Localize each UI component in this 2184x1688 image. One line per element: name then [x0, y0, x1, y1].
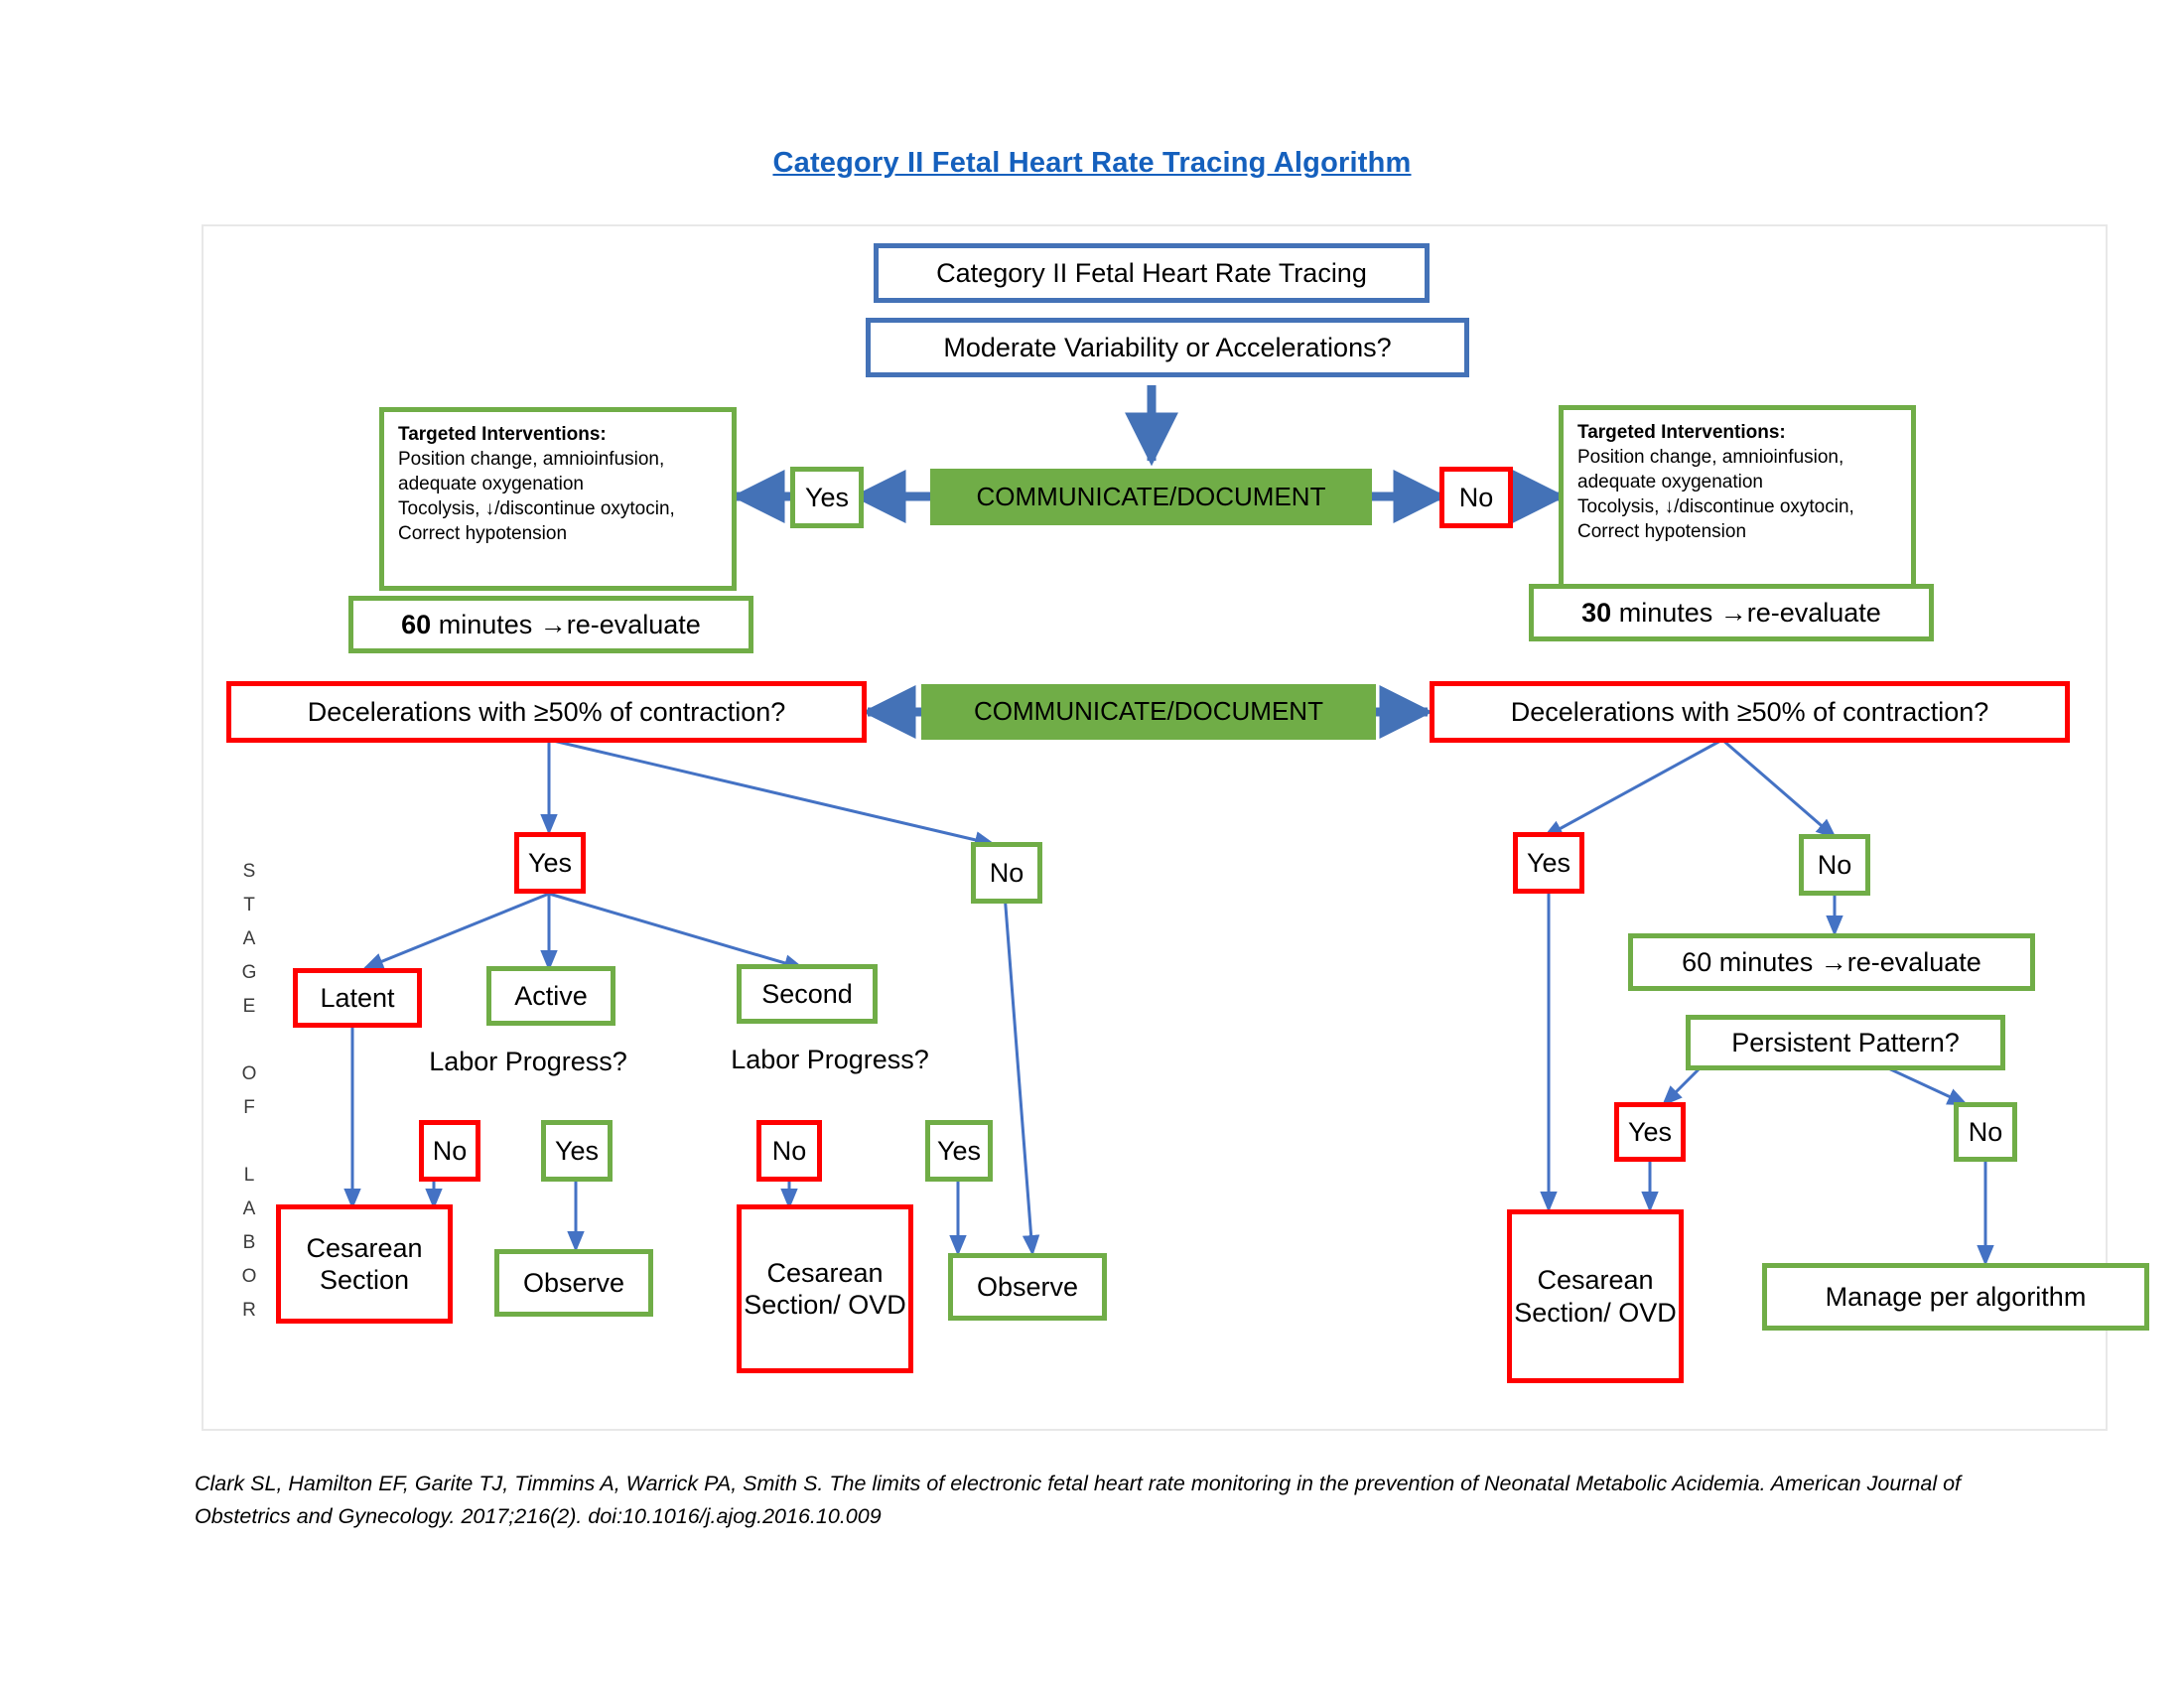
node-persistent-pattern-no[interactable]: No [1954, 1102, 2017, 1162]
node-label: Active [514, 980, 588, 1011]
node-stage-second[interactable]: Second [737, 964, 878, 1024]
node-label: COMMUNICATE/DOCUMENT [974, 696, 1323, 727]
node-label: Cesarean Section [306, 1232, 423, 1295]
node-30-minutes-reevaluate-right[interactable]: 30 minutes →re-evaluate [1529, 584, 1934, 641]
node-label: No [1458, 482, 1494, 512]
stage-letter-gap [232, 1031, 266, 1064]
node-label: COMMUNICATE/DOCUMENT [976, 481, 1326, 511]
node-label: 60 minutes →re-evaluate [1682, 946, 1981, 977]
node-persistent-pattern[interactable]: Persistent Pattern? [1686, 1015, 2005, 1070]
node-label: Labor Progress? [429, 1046, 627, 1076]
node-label: 30 minutes →re-evaluate [1534, 597, 1929, 629]
node-stage-latent[interactable]: Latent [293, 968, 422, 1028]
node-cesarean-section-ovd-right[interactable]: Cesarean Section/ OVD [1507, 1209, 1684, 1383]
stage-letter: G [241, 962, 257, 983]
node-yes-moderate-variability[interactable]: Yes [790, 467, 864, 528]
node-label: Latent [320, 982, 395, 1013]
node-label: Persistent Pattern? [1731, 1027, 1960, 1057]
node-label: Yes [804, 482, 850, 512]
page-title: Category II Fetal Heart Rate Tracing Alg… [772, 147, 1412, 179]
node-labor-progress-1-no[interactable]: No [419, 1120, 480, 1182]
node-label: Observe [522, 1267, 625, 1298]
node-moderate-variability-question[interactable]: Moderate Variability or Accelerations? [866, 318, 1469, 377]
stage-letter-gap [232, 1132, 266, 1166]
node-decelerations-left[interactable]: Decelerations with ≥50% of contraction? [226, 681, 867, 743]
node-label: Moderate Variability or Accelerations? [943, 332, 1392, 362]
node-left-yes[interactable]: Yes [514, 832, 586, 894]
ti-heading: Targeted Interventions: [1577, 422, 1786, 443]
minutes-value: 60 [401, 609, 432, 639]
ti-line-2: adequate oxygenation [1577, 472, 1763, 493]
node-60-minutes-reevaluate-right-branch[interactable]: 60 minutes →re-evaluate [1628, 933, 2035, 991]
node-cesarean-section[interactable]: Cesarean Section [276, 1204, 453, 1324]
node-label: Yes [554, 1135, 600, 1166]
stage-of-labor-axis-label: S T A G E O F L A B O R [232, 862, 266, 1335]
ti-line-4: Correct hypotension [398, 523, 568, 545]
node-label: Observe [976, 1271, 1079, 1302]
ti-heading: Targeted Interventions: [398, 424, 607, 445]
targeted-interventions-right[interactable]: Targeted Interventions: Position change,… [1559, 405, 1916, 589]
node-labor-progress-1-yes[interactable]: Yes [541, 1120, 613, 1182]
ti-line-3: Tocolysis, ↓/discontinue oxytocin, [1577, 496, 1854, 518]
node-no-moderate-variability[interactable]: No [1439, 467, 1513, 528]
node-manage-per-algorithm[interactable]: Manage per algorithm [1762, 1263, 2149, 1331]
node-label: No [989, 857, 1024, 888]
minutes-rest: minutes →re-evaluate [1611, 597, 1881, 628]
node-label: Decelerations with ≥50% of contraction? [1510, 696, 1989, 727]
node-label: Cesarean Section/ OVD [1514, 1265, 1677, 1328]
node-label: Yes [527, 847, 573, 878]
stage-letter: F [243, 1097, 255, 1118]
label-labor-progress-2: Labor Progress? [711, 1041, 949, 1078]
node-observe-2[interactable]: Observe [948, 1253, 1107, 1321]
node-right-no[interactable]: No [1799, 834, 1870, 896]
node-decelerations-right[interactable]: Decelerations with ≥50% of contraction? [1430, 681, 2070, 743]
node-labor-progress-2-yes[interactable]: Yes [925, 1120, 993, 1182]
node-labor-progress-2-no[interactable]: No [756, 1120, 822, 1182]
ti-line-4: Correct hypotension [1577, 521, 1747, 543]
stage-letter: T [243, 895, 255, 915]
node-label: Labor Progress? [731, 1044, 929, 1074]
node-cesarean-section-ovd-left[interactable]: Cesarean Section/ OVD [737, 1204, 913, 1373]
stage-letter: L [243, 1165, 255, 1186]
node-observe-1[interactable]: Observe [494, 1249, 653, 1317]
node-left-no[interactable]: No [971, 842, 1042, 904]
node-label: Yes [1526, 847, 1571, 878]
node-right-yes[interactable]: Yes [1513, 832, 1584, 894]
node-label: Decelerations with ≥50% of contraction? [307, 696, 786, 727]
label-labor-progress-1: Labor Progress? [409, 1043, 647, 1080]
stage-letter: A [242, 1198, 256, 1219]
ti-line-3: Tocolysis, ↓/discontinue oxytocin, [398, 498, 675, 520]
node-label: No [771, 1135, 807, 1166]
stage-letter: O [241, 1063, 257, 1084]
node-label: No [432, 1135, 468, 1166]
node-label: Manage per algorithm [1825, 1281, 2087, 1312]
node-label: Yes [936, 1135, 982, 1166]
minutes-rest: minutes →re-evaluate [431, 609, 701, 639]
node-stage-active[interactable]: Active [486, 966, 615, 1026]
node-label: Second [761, 978, 853, 1009]
targeted-interventions-left[interactable]: Targeted Interventions: Position change,… [379, 407, 737, 591]
stage-letter: R [242, 1300, 256, 1321]
node-label: Category II Fetal Heart Rate Tracing [936, 257, 1367, 288]
node-label: 60 minutes →re-evaluate [353, 609, 749, 640]
node-communicate-document-1[interactable]: COMMUNICATE/DOCUMENT [930, 469, 1372, 525]
node-60-minutes-reevaluate-left[interactable]: 60 minutes →re-evaluate [348, 596, 753, 653]
stage-letter: E [242, 996, 256, 1017]
stage-letter: O [241, 1266, 257, 1287]
node-label: Yes [1627, 1116, 1673, 1147]
stage-letter: A [242, 928, 256, 949]
node-label: No [1817, 849, 1852, 880]
ti-line-2: adequate oxygenation [398, 474, 584, 495]
citation-text: Clark SL, Hamilton EF, Garite TJ, Timmin… [195, 1472, 1962, 1529]
node-label: No [1968, 1116, 2003, 1147]
node-persistent-pattern-yes[interactable]: Yes [1614, 1102, 1686, 1162]
minutes-value: 30 [1581, 597, 1612, 628]
ti-line-1: Position change, amnioinfusion, [1577, 447, 1844, 469]
stage-letter: B [242, 1232, 256, 1253]
node-communicate-document-2[interactable]: COMMUNICATE/DOCUMENT [921, 684, 1376, 740]
node-category-ii-tracing[interactable]: Category II Fetal Heart Rate Tracing [874, 243, 1430, 303]
node-label: Cesarean Section/ OVD [744, 1257, 906, 1320]
stage-letter: S [242, 861, 256, 882]
ti-line-1: Position change, amnioinfusion, [398, 449, 665, 471]
